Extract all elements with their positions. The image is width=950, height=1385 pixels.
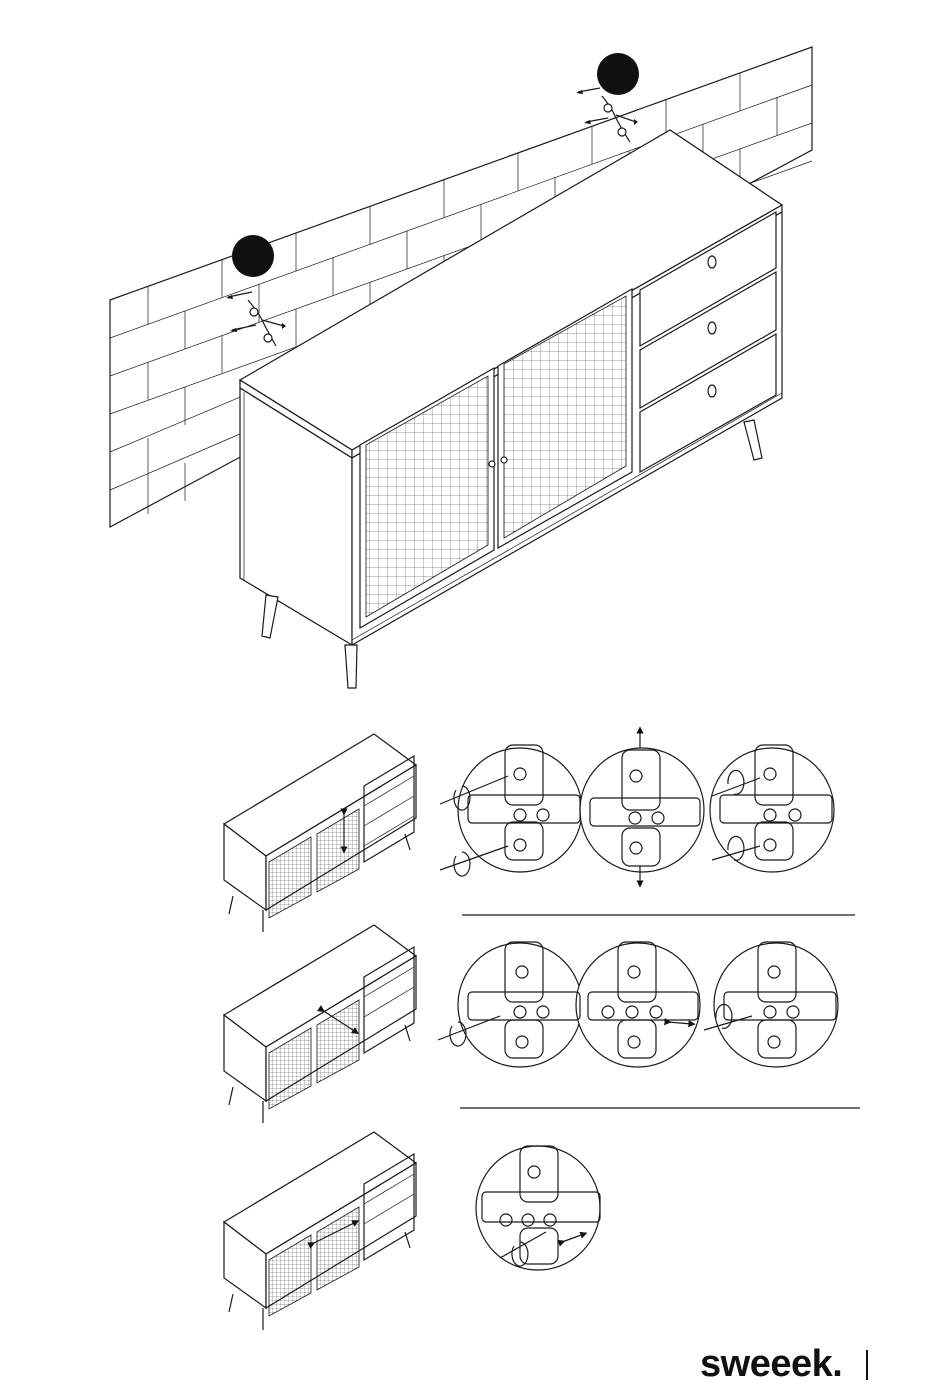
- depth-adjustment-cabinet: [224, 1132, 416, 1330]
- hinge-detail-row-1: [440, 730, 834, 884]
- brand-logo: sweeek.: [700, 1345, 842, 1383]
- side-adjustment-cabinet: [224, 925, 416, 1123]
- brand-divider: [866, 1350, 868, 1380]
- hinge-detail-row-3: [476, 1146, 600, 1270]
- marker-2: [597, 53, 639, 95]
- marker-1: [232, 235, 274, 277]
- hinge-detail-row-2: [438, 942, 838, 1067]
- height-adjustment-cabinet: [224, 734, 416, 932]
